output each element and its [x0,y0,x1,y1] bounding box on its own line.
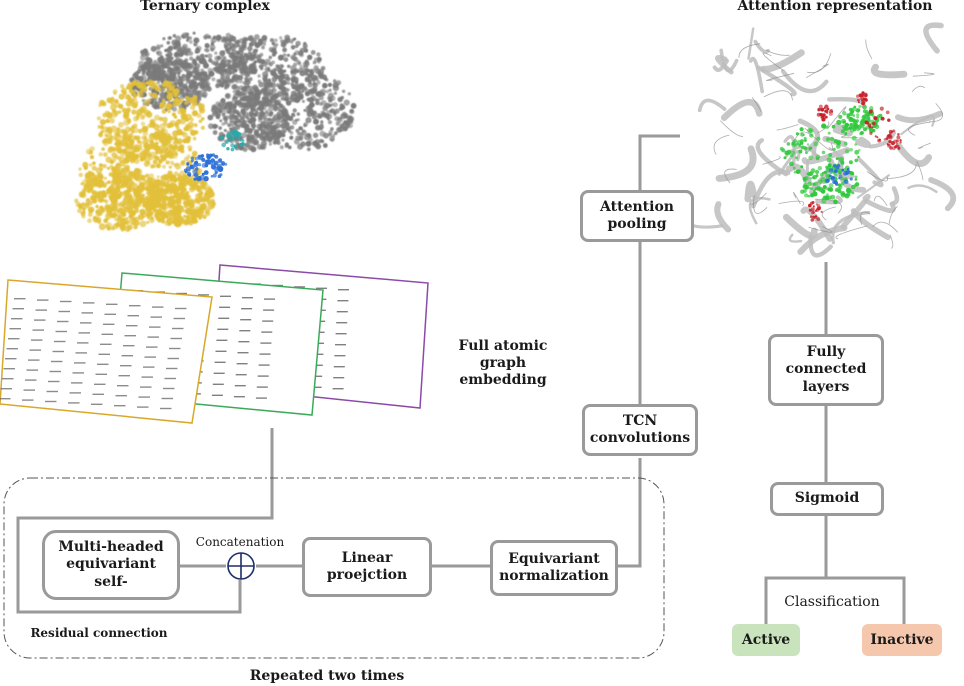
active-label: Active [732,624,800,656]
classification-label: Classification [784,594,880,610]
concatenation-plus-icon [227,552,255,580]
linear-projection-box: Linear proejction [302,537,432,597]
connectors [16,134,906,630]
mhsa-box: Multi-headed equivariant self- [42,530,180,600]
attention-pooling-box: Attention pooling [580,190,694,242]
inactive-label: Inactive [862,624,942,656]
residual-label: Residual connection [30,626,168,640]
embedding-sheets [0,264,429,424]
ternary-title: Ternary complex [140,0,270,14]
attention-title: Attention representation [737,0,933,14]
sigmoid-box: Sigmoid [770,482,884,516]
concatenation-label: Concatenation [195,535,285,549]
ternary-complex-molecule-image [74,31,357,232]
fully-connected-box: Fully connected layers [768,334,884,406]
sheet-yellow [0,279,213,424]
attention-protein-image [683,22,957,258]
embedding-label: Full atomic graph embedding [458,338,548,388]
tcn-box: TCN convolutions [582,404,698,456]
equivariant-normalization-box: Equivariant normalization [490,540,618,596]
repeat-region [3,477,665,659]
repeated-label: Repeated two times [249,668,405,684]
